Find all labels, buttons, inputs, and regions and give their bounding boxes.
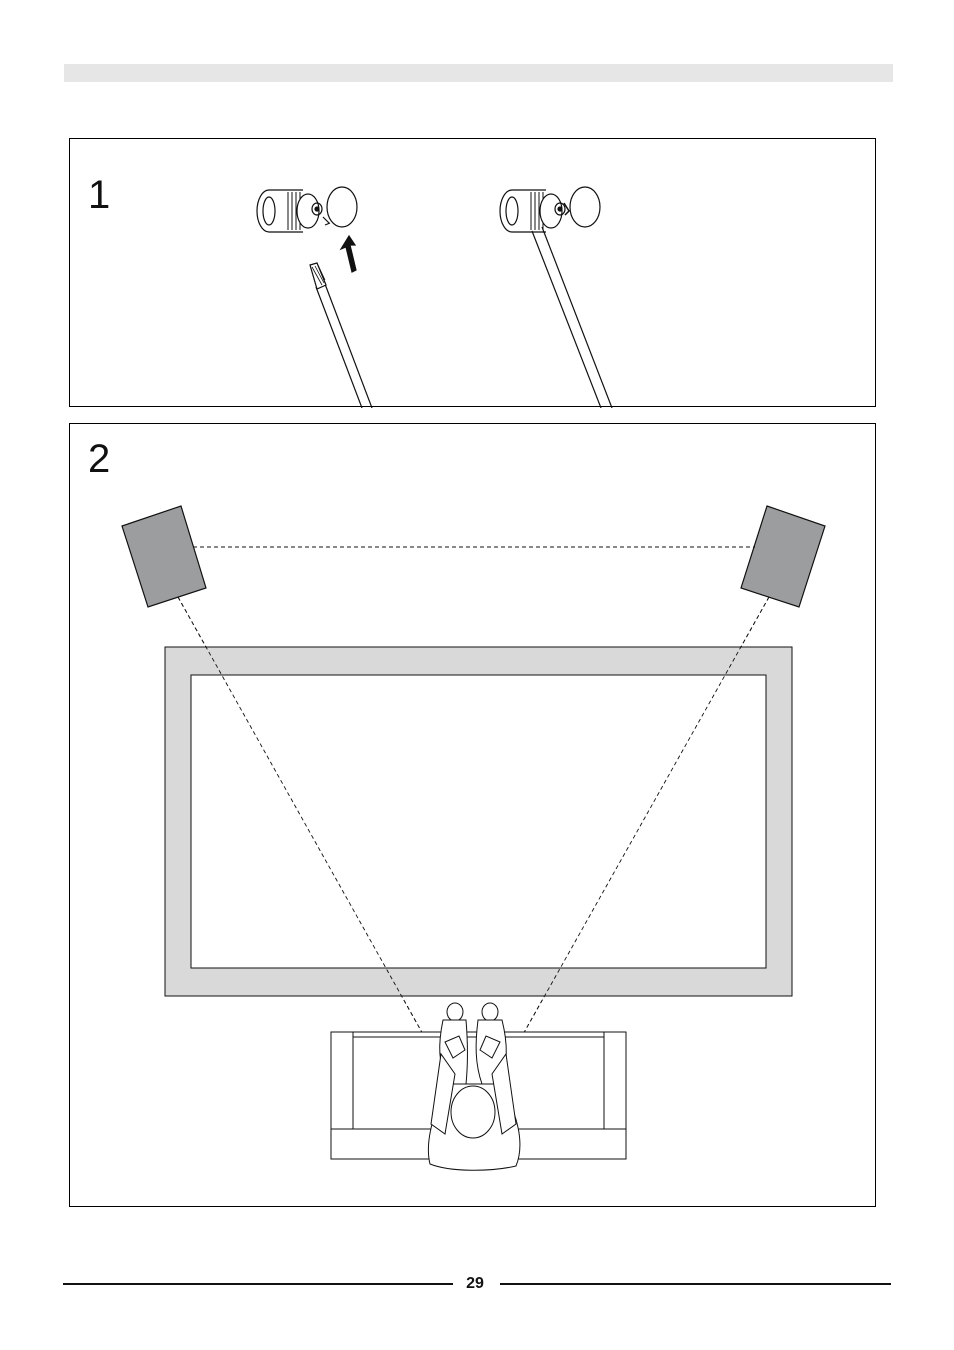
- speaker-wire-stripped: [310, 263, 372, 408]
- tv-screen: [165, 647, 792, 996]
- panel-wire-connection: 1: [69, 138, 876, 407]
- listener: [428, 1003, 520, 1170]
- binding-post-left: [257, 187, 357, 232]
- binding-post-right: [500, 187, 600, 232]
- page-number: 29: [455, 1275, 495, 1293]
- left-speaker: [122, 506, 206, 607]
- header-band: [64, 64, 893, 82]
- wire-connection-illustration: [70, 139, 877, 408]
- right-speaker: [741, 506, 825, 607]
- footer-rule-left: [63, 1283, 453, 1285]
- panel-speaker-placement: 2: [69, 423, 876, 1207]
- footer-rule-right: [500, 1283, 891, 1285]
- speaker-placement-illustration: [70, 424, 877, 1208]
- speaker-wire-connected: [532, 227, 612, 408]
